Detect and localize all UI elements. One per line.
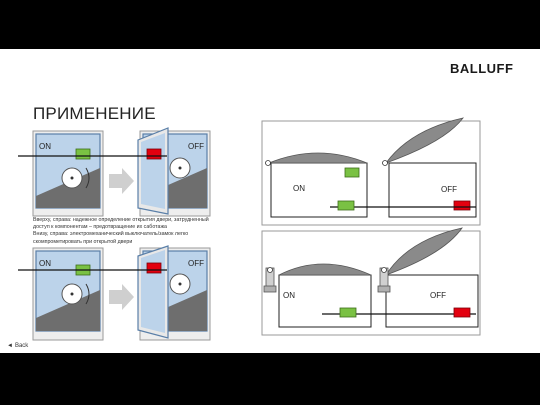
label-on: ON xyxy=(39,142,51,151)
sensor-green xyxy=(75,148,91,160)
sensor-red xyxy=(453,200,471,211)
box-open xyxy=(385,274,479,328)
door-diagram-bottom: ON OFF xyxy=(18,245,211,341)
back-arrow-icon: ◄ xyxy=(7,343,13,349)
lid-open xyxy=(384,117,464,164)
balluff-logo: BALLUFF xyxy=(450,61,513,75)
caption-line: Внизу, справа: электромеханический выклю… xyxy=(33,231,189,238)
label-off: OFF xyxy=(441,185,457,194)
label-off: OFF xyxy=(188,259,204,268)
sensor-green-lower xyxy=(337,200,355,211)
back-label: Back xyxy=(14,343,29,349)
caption-line: доступ к компонентам – предотвращение их… xyxy=(33,224,167,231)
svg-text:BALLUFF: BALLUFF xyxy=(450,61,513,75)
sensor-red xyxy=(146,262,162,274)
transition-arrow-icon xyxy=(109,284,134,310)
caption-line: скомпрометировать при открытой двери xyxy=(33,238,133,245)
ground-slope xyxy=(36,168,100,208)
lid-open xyxy=(385,227,463,276)
sensor-red xyxy=(146,148,162,160)
bottom-bar xyxy=(0,353,540,405)
sensor-green xyxy=(344,167,360,178)
back-button[interactable]: ◄Back xyxy=(7,343,28,349)
rotation-arrow-icon xyxy=(85,167,90,189)
sensor-red xyxy=(453,307,471,318)
label-off: OFF xyxy=(188,142,204,151)
transition-arrow-icon xyxy=(109,168,134,194)
label-on: ON xyxy=(293,184,305,193)
caption-line: Вверху, справа: надежное определение отк… xyxy=(33,217,209,223)
lid-closed xyxy=(278,263,372,276)
lid-closed xyxy=(268,152,368,164)
label-on: ON xyxy=(283,291,295,300)
label-on: ON xyxy=(39,259,51,268)
hinge xyxy=(267,267,273,273)
hinge xyxy=(381,267,387,273)
lid-diagram-top: ON OFF xyxy=(261,117,481,226)
label-off: OFF xyxy=(430,291,446,300)
door-diagram-top: ON OFF xyxy=(18,127,211,217)
sensor-green xyxy=(339,307,357,318)
lid-diagram-bottom: ON OFF xyxy=(261,227,481,336)
caption: Вверху, справа: надежное определение отк… xyxy=(33,217,233,246)
hinge xyxy=(382,160,388,166)
page-title: ПРИМЕНЕНИЕ xyxy=(33,104,156,123)
top-bar xyxy=(0,0,540,49)
rotation-arrow-icon xyxy=(85,283,90,305)
box-closed xyxy=(278,274,372,328)
hinge xyxy=(265,160,271,166)
